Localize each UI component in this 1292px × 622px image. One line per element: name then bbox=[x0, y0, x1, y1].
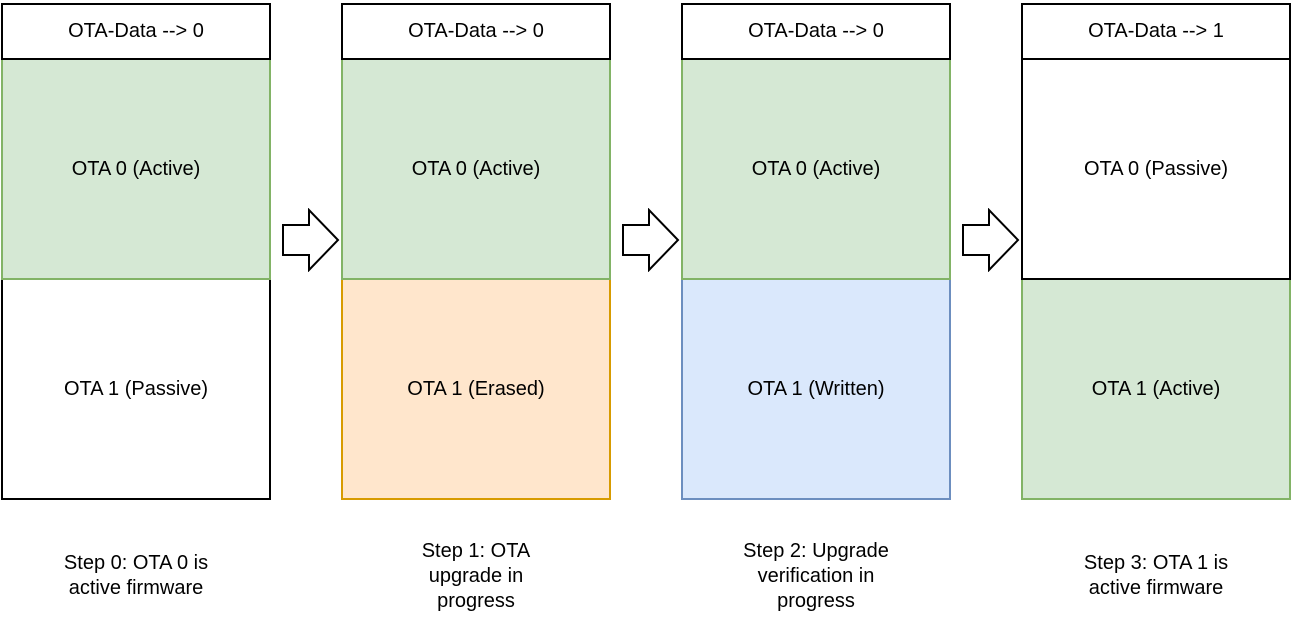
ota1-partition-label: OTA 1 (Active) bbox=[1091, 377, 1221, 400]
ota1-partition-label: OTA 1 (Written) bbox=[747, 377, 885, 400]
step-caption: Step 1: OTA upgrade in progress bbox=[421, 539, 531, 612]
block-arrow-right-icon bbox=[282, 208, 340, 272]
step-column-0: OTA-Data --> 0 OTA 0 (Active) OTA 1 (Pas… bbox=[1, 0, 271, 622]
ota1-partition-box: OTA 1 (Active) bbox=[1021, 278, 1291, 500]
ota0-partition-box: OTA 0 (Active) bbox=[681, 58, 951, 280]
ota0-partition-box: OTA 0 (Passive) bbox=[1021, 58, 1291, 280]
step-caption: Step 3: OTA 1 is active firmware bbox=[1083, 552, 1229, 599]
ota0-partition-box: OTA 0 (Active) bbox=[1, 58, 271, 280]
step-column-1: OTA-Data --> 0 OTA 0 (Active) OTA 1 (Era… bbox=[341, 0, 611, 622]
ota0-partition-label: OTA 0 (Active) bbox=[411, 157, 541, 180]
ota1-partition-box: OTA 1 (Passive) bbox=[1, 278, 271, 500]
ota0-partition-box: OTA 0 (Active) bbox=[341, 58, 611, 280]
ota0-partition-label: OTA 0 (Passive) bbox=[1083, 157, 1229, 180]
ota-data-header: OTA-Data --> 0 bbox=[681, 3, 951, 60]
ota0-partition-label: OTA 0 (Active) bbox=[751, 157, 881, 180]
ota-data-header: OTA-Data --> 0 bbox=[341, 3, 611, 60]
ota-data-header: OTA-Data --> 0 bbox=[1, 3, 271, 60]
step-caption: Step 0: OTA 0 is active firmware bbox=[63, 552, 209, 599]
block-arrow-right-icon bbox=[962, 208, 1020, 272]
step-caption: Step 2: Upgrade verification in progress bbox=[743, 539, 889, 612]
ota-data-header: OTA-Data --> 1 bbox=[1021, 3, 1291, 60]
step-column-2: OTA-Data --> 0 OTA 0 (Active) OTA 1 (Wri… bbox=[681, 0, 951, 622]
step-column-3: OTA-Data --> 1 OTA 0 (Passive) OTA 1 (Ac… bbox=[1021, 0, 1291, 622]
block-arrow-right-icon bbox=[622, 208, 680, 272]
ota1-partition-box: OTA 1 (Erased) bbox=[341, 278, 611, 500]
ota1-partition-label: OTA 1 (Passive) bbox=[63, 377, 209, 400]
ota0-partition-label: OTA 0 (Active) bbox=[71, 157, 201, 180]
ota1-partition-box: OTA 1 (Written) bbox=[681, 278, 951, 500]
ota1-partition-label: OTA 1 (Erased) bbox=[407, 377, 545, 400]
